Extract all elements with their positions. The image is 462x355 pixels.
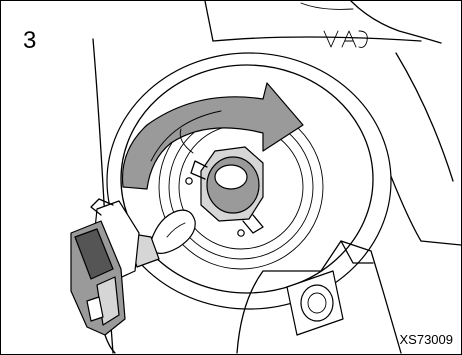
- housing-right-lower: [381, 151, 461, 245]
- screw-left: [186, 178, 192, 184]
- housing-trim: [301, 3, 353, 9]
- figure-code: XS73009: [400, 333, 454, 347]
- adjuster-knob: [301, 285, 333, 321]
- connector-wire: [105, 335, 115, 353]
- housing-top-line: [213, 37, 421, 41]
- socket-bore-highlight: [215, 165, 247, 189]
- housing-top-seam: [205, 1, 213, 41]
- housing-upper-right: [351, 1, 441, 43]
- housing-emboss-mark: [324, 31, 367, 47]
- housing-right-contour: [396, 53, 453, 181]
- screw-bottom: [238, 230, 244, 236]
- step-number: 3: [23, 29, 36, 53]
